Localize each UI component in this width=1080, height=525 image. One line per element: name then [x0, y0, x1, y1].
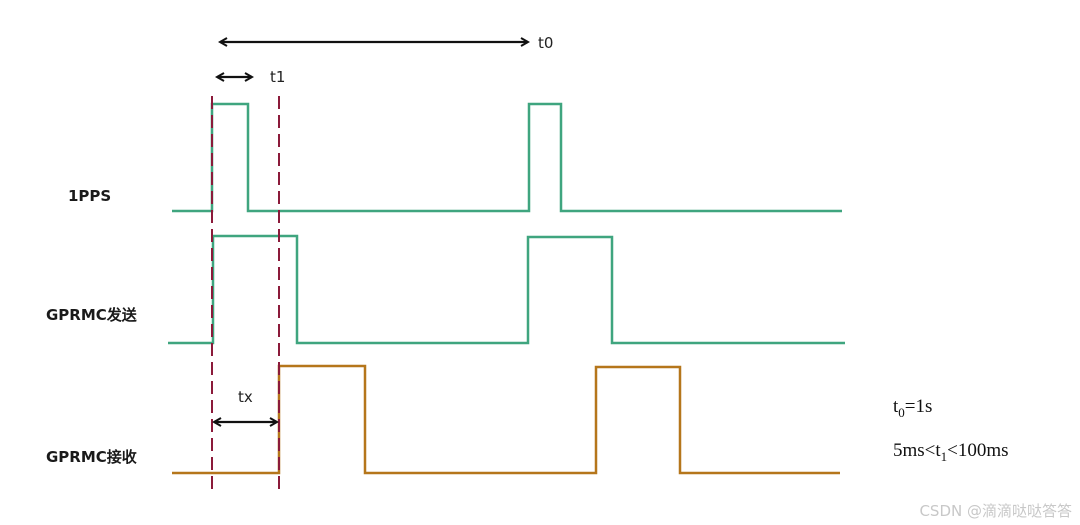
signal-label-gprmc-send: GPRMC发送: [46, 306, 138, 324]
watermark: CSDN @滴滴哒哒答答: [919, 502, 1072, 520]
note-t1-pre: 5ms<t: [893, 440, 941, 461]
note-t1-value: <100ms: [947, 440, 1009, 461]
t0-label: t0: [538, 34, 553, 52]
note-t0-sub: 0: [898, 404, 905, 420]
note-t0-base: t: [893, 396, 899, 417]
waveform-1pps: [172, 102, 842, 213]
t1-label: t1: [270, 68, 285, 86]
waveform-gprmc-send: [168, 234, 845, 345]
waveform-gprmc-receive: [172, 364, 840, 475]
note-t1-sub: 1: [940, 448, 948, 464]
signal-label-gprmc-receive: GPRMC接收: [46, 448, 137, 466]
tx-label: tx: [238, 388, 253, 406]
note-t0-value: =1s: [904, 396, 933, 417]
note-t1-range: 5ms<t1<100ms: [893, 440, 1009, 465]
note-t0: t0=1s: [893, 396, 932, 421]
signal-label-1pps: 1PPS: [68, 187, 111, 205]
